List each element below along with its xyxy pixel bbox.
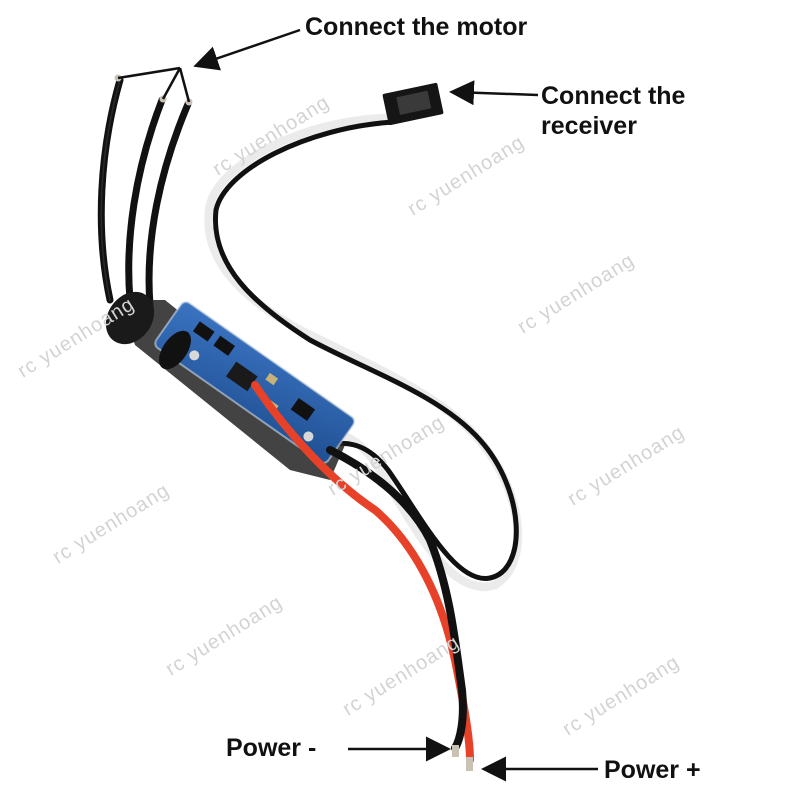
power-wires [251, 381, 474, 764]
motor-wires [97, 76, 192, 309]
power-negative-label: Power - [226, 734, 317, 762]
power-positive-label: Power + [604, 756, 701, 784]
receiver-connector [382, 82, 444, 126]
motor-wire-tips [114, 74, 193, 106]
annotation-arrows [117, 28, 598, 782]
receiver-label-line2: receiver [541, 112, 637, 140]
power-wire-tips [452, 745, 473, 771]
receiver-label: Connect the receiver [541, 81, 685, 141]
motor-label: Connect the motor [305, 13, 528, 41]
receiver-label-line1: Connect the [541, 82, 686, 110]
